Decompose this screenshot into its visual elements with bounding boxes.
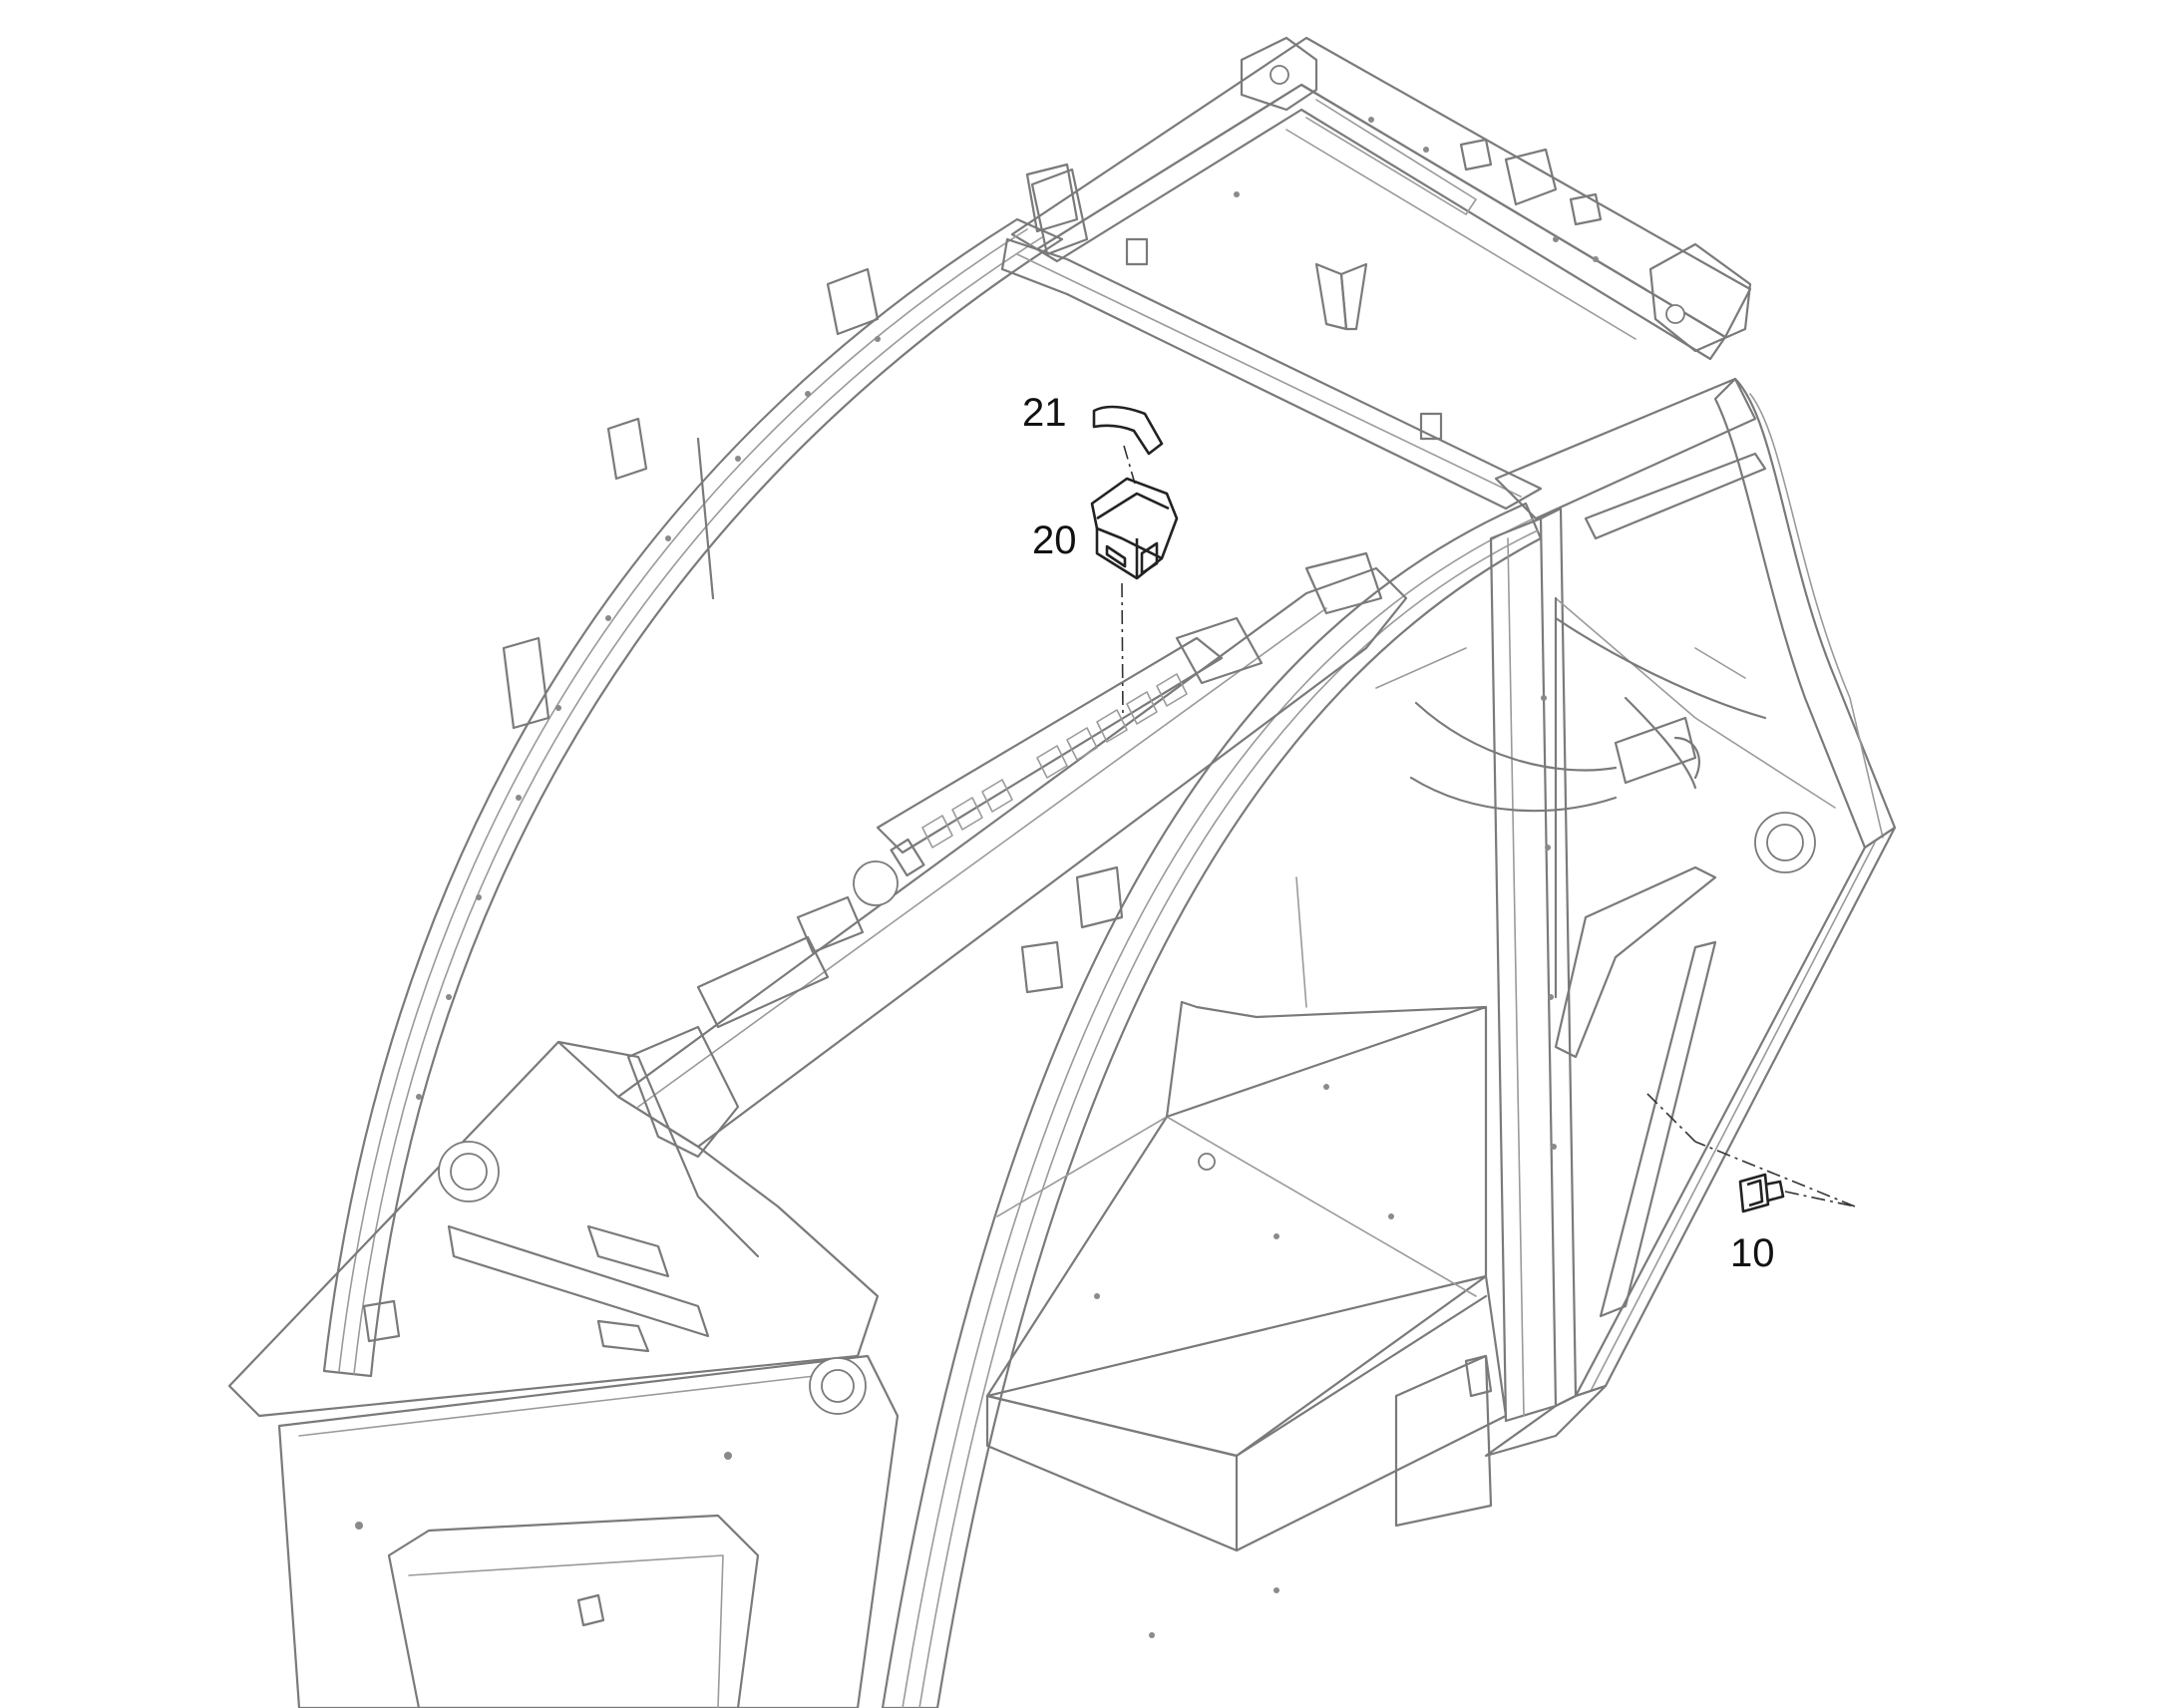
roof-panel [1010,36,1752,441]
overhead-console [616,551,1408,1159]
callout-10: 10 [1730,1231,1775,1275]
inner-rear-frame [1165,596,1697,1119]
front-arch-frame [322,163,1079,1378]
callout-21: 21 [1022,391,1067,435]
switch-slot-row [921,673,1188,849]
part-10-fuse [1644,1091,1856,1213]
part-20-rocker-switch [1090,477,1179,719]
right-side-frame [1484,452,1897,1458]
callout-20: 20 [1032,518,1077,562]
rear-post [1489,507,1578,1423]
front-lower-panel [227,1040,900,1708]
seat-base-box [985,1005,1508,1638]
part-21-switch-cover [1092,405,1164,485]
centre-pillar [881,502,1543,1708]
